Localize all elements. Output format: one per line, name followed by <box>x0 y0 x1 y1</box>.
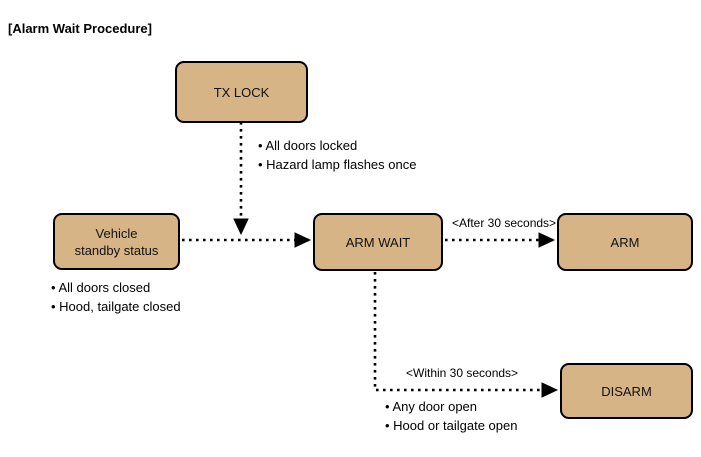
note-tx-lock-conditions: • All doors locked • Hazard lamp flashes… <box>258 138 417 172</box>
node-disarm-label: DISARM <box>601 383 652 399</box>
node-vehicle-standby-status-label: Vehicle standby status <box>74 225 159 258</box>
edge-label-after-30-seconds: <After 30 seconds> <box>452 216 557 230</box>
node-arm-label: ARM <box>610 234 640 250</box>
page-title: [Alarm Wait Procedure] <box>8 21 152 36</box>
node-arm-wait[interactable]: ARM WAIT <box>313 213 443 271</box>
node-arm[interactable]: ARM <box>557 213 693 271</box>
note-disarm-conditions: • Any door open • Hood or tailgate open <box>385 399 518 433</box>
node-vehicle-standby-status[interactable]: Vehicle standby status <box>53 213 180 270</box>
note-standby-conditions: • All doors closed • Hood, tailgate clos… <box>51 280 181 314</box>
node-arm-wait-label: ARM WAIT <box>345 234 411 250</box>
node-tx-lock[interactable]: TX LOCK <box>175 61 308 123</box>
node-disarm[interactable]: DISARM <box>560 363 693 419</box>
edge-label-within-30-seconds: <Within 30 seconds> <box>406 366 519 380</box>
node-tx-lock-label: TX LOCK <box>213 84 270 100</box>
